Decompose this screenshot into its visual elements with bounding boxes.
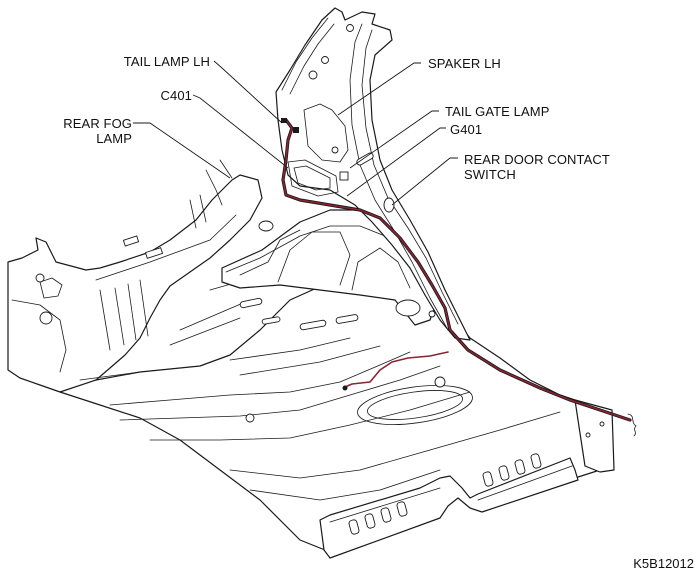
callout-tail-gate-lamp: TAIL GATE LAMP	[445, 104, 549, 119]
callout-tail-lamp-lh: TAIL LAMP LH	[110, 54, 210, 69]
figure-id: K5B12012	[633, 556, 694, 571]
callout-rear-door-contact-switch: REAR DOOR CONTACT SWITCH	[464, 152, 610, 182]
callout-text: G401	[450, 122, 483, 137]
callout-text: TAIL GATE LAMP	[445, 104, 550, 119]
wire-harness	[281, 118, 637, 437]
ground-point	[342, 385, 348, 391]
leader-tail-lamp-lh	[213, 60, 283, 124]
harness-floor-branch	[344, 351, 449, 388]
leader-tail-gate-lamp	[349, 110, 439, 169]
callout-text: TAIL LAMP LH	[123, 54, 210, 69]
callout-g401: G401	[450, 122, 482, 137]
callout-c401: C401	[140, 88, 192, 103]
callout-text: LAMP	[96, 131, 132, 146]
left-side-panel	[7, 159, 263, 393]
leader-c401	[192, 94, 289, 169]
back-panel-slots	[348, 453, 542, 535]
callout-text: SPAKER LH	[428, 56, 501, 71]
callout-spaker-lh: SPAKER LH	[428, 56, 501, 71]
callout-text: REAR FOG	[63, 116, 132, 131]
harness-main-run	[282, 119, 631, 421]
callout-rear-fog-lamp: REAR FOG LAMP	[50, 116, 132, 146]
leader-rear-door-contact-switch	[391, 157, 458, 206]
c-pillar	[275, 7, 471, 341]
connector-tail-lamp	[281, 118, 287, 123]
callout-text: C401	[160, 88, 192, 103]
leader-rear-fog-lamp	[133, 122, 231, 179]
callout-text: SWITCH	[464, 167, 516, 182]
leader-spaker-lh	[337, 62, 421, 116]
leader-g401	[346, 127, 446, 197]
callout-text: REAR DOOR CONTACT	[464, 152, 610, 167]
leader-lines	[133, 60, 458, 206]
connector-c401	[293, 127, 299, 133]
rear-back-panel	[319, 399, 615, 559]
